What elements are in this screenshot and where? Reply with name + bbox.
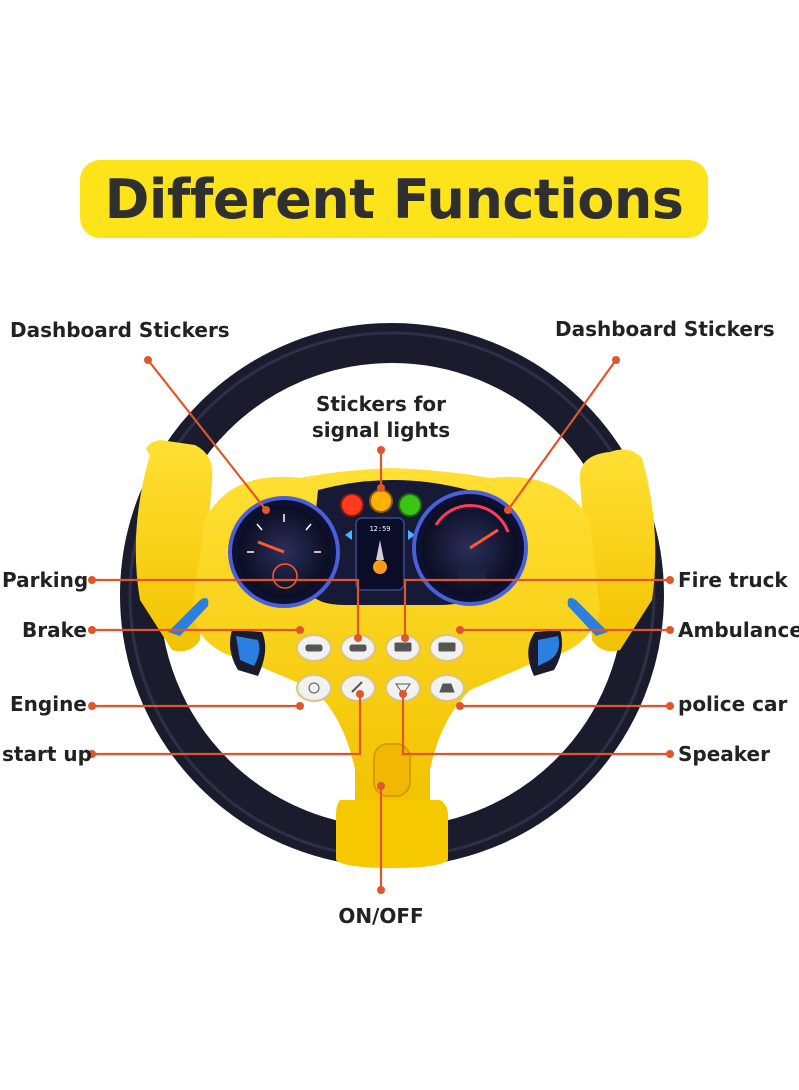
label-police-car: police car: [678, 692, 788, 716]
leader-lines: [92, 359, 670, 890]
label-parking: Parking: [2, 568, 89, 592]
leader-fire-truck: [403, 578, 670, 638]
engine-button[interactable]: [296, 674, 332, 702]
leader-parking: [92, 578, 360, 638]
start-up-button[interactable]: [340, 674, 376, 702]
label-signal-lights-line1: Stickers for: [315, 392, 447, 416]
left-paddle-accent: [236, 636, 260, 666]
police-car-icon: [439, 683, 455, 693]
left-arrow-icon: [345, 530, 352, 540]
button-glyphs: [305, 642, 456, 695]
car-icon: [305, 644, 323, 652]
leader-speaker: [401, 694, 670, 756]
right-arrow-icon: [408, 530, 415, 540]
left-turn-lever: [168, 598, 209, 636]
key-icon: [351, 681, 363, 693]
fire-truck-icon: [394, 642, 412, 652]
left-gauge-ticks: [247, 514, 321, 553]
on-off-tab: [336, 800, 448, 868]
label-dashboard-stickers-left: Dashboard Stickers: [10, 318, 230, 342]
right-gauge-odometer: [458, 570, 486, 579]
page-title: Different Functions: [104, 167, 684, 231]
title-banner: Different Functions: [80, 160, 708, 238]
label-ambulance: Ambulance: [678, 618, 799, 642]
label-fire-truck: Fire truck: [678, 568, 788, 592]
right-gauge-red-arc: [434, 504, 510, 533]
amber-signal-light: [369, 489, 393, 513]
car-icon: [349, 644, 367, 652]
center-orange-dot: [373, 560, 387, 574]
clock-readout: 12:59: [369, 525, 390, 533]
label-dashboard-stickers-right: Dashboard Stickers: [555, 317, 775, 341]
leader-start-up: [92, 694, 362, 756]
label-brake: Brake: [22, 618, 87, 642]
label-on-off: ON/OFF: [338, 904, 424, 928]
left-grip: [135, 440, 213, 652]
horn-icon: [395, 683, 411, 695]
right-turn-lever: [567, 598, 608, 636]
label-speaker: Speaker: [678, 742, 770, 766]
label-start-up: start up: [2, 742, 92, 766]
leader-dashboard-left: [147, 359, 267, 511]
leader-dashboard-right: [507, 359, 617, 511]
left-gauge-center-dial: [272, 563, 298, 589]
left-gauge-needle: [257, 540, 285, 554]
label-engine: Engine: [10, 692, 87, 716]
engine-icon: [308, 682, 320, 694]
button-row-2: [296, 674, 465, 702]
red-signal-light: [340, 493, 364, 517]
leader-dots: [88, 356, 674, 894]
label-signal-lights-line2: signal lights: [311, 418, 451, 442]
road-icon: [376, 540, 384, 560]
green-signal-light: [398, 493, 422, 517]
right-paddle-accent: [538, 636, 559, 666]
right-gauge-needle: [469, 528, 499, 550]
ambulance-icon: [438, 642, 456, 652]
